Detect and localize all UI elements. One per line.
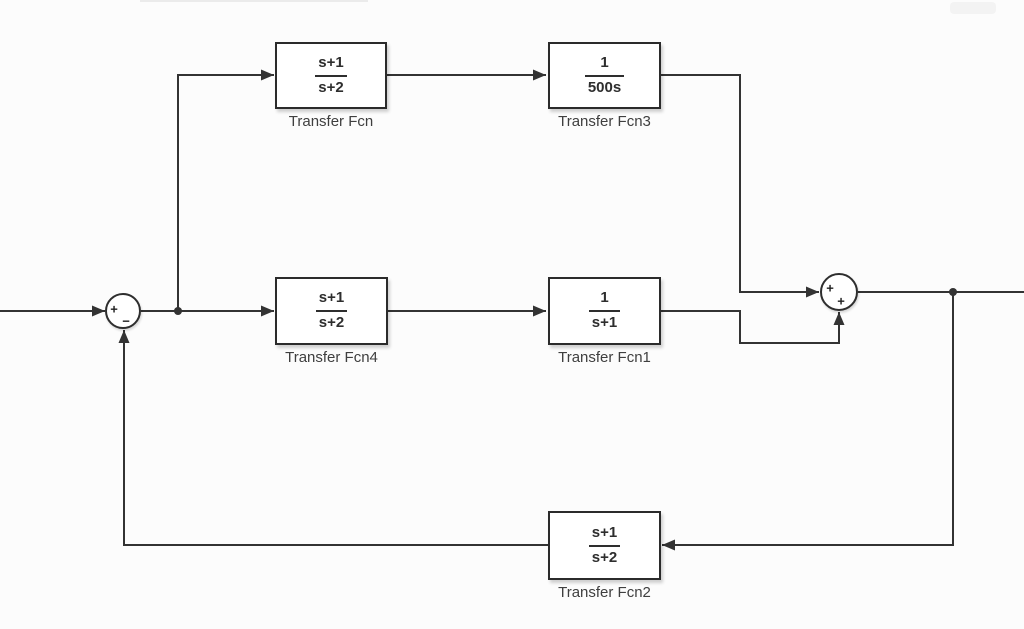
sum-sign: + [110, 301, 118, 317]
numerator: s+1 [318, 289, 345, 307]
block-label-transfer-fcn1: Transfer Fcn1 [558, 349, 651, 366]
denominator: s+2 [318, 78, 344, 96]
denominator: s+1 [591, 314, 618, 331]
block-label-transfer-fcn3: Transfer Fcn3 [558, 113, 651, 130]
sum-input-junction[interactable]: +− [105, 293, 141, 329]
arrowhead [833, 312, 845, 325]
fraction-bar [588, 544, 621, 547]
branch-junction-dot [949, 288, 957, 296]
wire-fcn3-to-output-sum[interactable] [661, 74, 819, 293]
transfer-function-expression: 1 500s [584, 53, 625, 98]
arrowhead [92, 305, 105, 317]
arrowhead [261, 69, 274, 81]
arrowhead [261, 305, 274, 317]
sum-sign: − [122, 313, 130, 329]
numerator: s+1 [591, 523, 618, 541]
block-label-transfer-fcn2: Transfer Fcn2 [558, 584, 651, 601]
arrowhead [662, 539, 675, 551]
wire-branch-to-transfer-fcn[interactable] [177, 74, 274, 311]
wire-fcn2-to-input-sum[interactable] [123, 330, 548, 546]
wire-output-branch-to-fcn2[interactable] [662, 292, 954, 546]
arrowhead [533, 69, 546, 81]
numerator: s+1 [318, 53, 344, 71]
window-edge-artifact [140, 0, 368, 2]
wire-fcn1-to-output-sum[interactable] [661, 310, 840, 344]
branch-junction-dot [174, 307, 182, 315]
arrowhead [118, 330, 130, 343]
denominator: 500s [587, 78, 622, 96]
fraction-bar [315, 310, 348, 312]
arrowhead [533, 305, 546, 317]
fraction-bar [584, 74, 625, 77]
numerator: 1 [600, 53, 609, 71]
sum-output-junction[interactable]: ++ [820, 273, 858, 311]
sum-sign: + [826, 280, 834, 296]
block-transfer-fcn3[interactable]: 1 500s [548, 42, 661, 109]
block-label-transfer-fcn: Transfer Fcn [288, 113, 374, 130]
fraction-bar [315, 74, 347, 77]
denominator: s+2 [318, 314, 345, 331]
arrowhead [806, 286, 819, 298]
denominator: s+2 [591, 548, 618, 566]
fraction-bar [588, 310, 621, 312]
numerator: 1 [600, 289, 609, 307]
block-label-transfer-fcn4: Transfer Fcn4 [285, 349, 378, 366]
corner-artifact [950, 2, 996, 14]
sum-sign: + [837, 293, 845, 309]
